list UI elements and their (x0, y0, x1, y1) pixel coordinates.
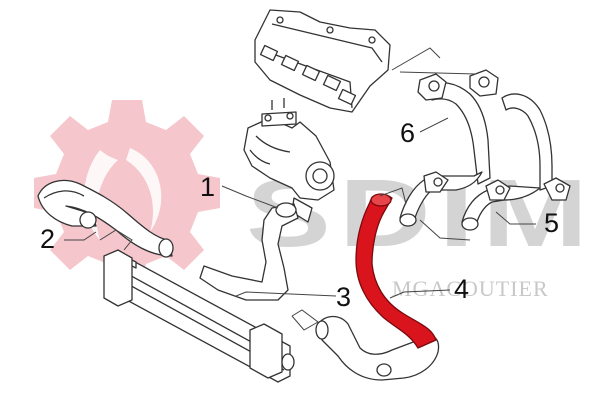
hose-2-icon (37, 179, 174, 258)
callout-2: 2 (40, 224, 55, 254)
hose-4-highlighted-icon (355, 193, 437, 349)
hose-1-icon (199, 202, 299, 301)
callout-1: 1 (200, 172, 215, 202)
callout-4: 4 (454, 274, 469, 304)
leader-lines (64, 47, 536, 331)
callout-6: 6 (400, 118, 415, 148)
intercooler-icon (103, 249, 295, 383)
pipe-5-icon (461, 69, 571, 231)
pipe-6-icon (399, 73, 491, 227)
callout-5: 5 (544, 208, 559, 238)
hose-3-icon (315, 315, 440, 381)
turbocharger-icon (243, 98, 335, 223)
intake-manifold-icon (254, 9, 391, 113)
watermark-brand-subtitle: MGACOUTIER (392, 276, 549, 301)
callout-3: 3 (336, 282, 351, 312)
